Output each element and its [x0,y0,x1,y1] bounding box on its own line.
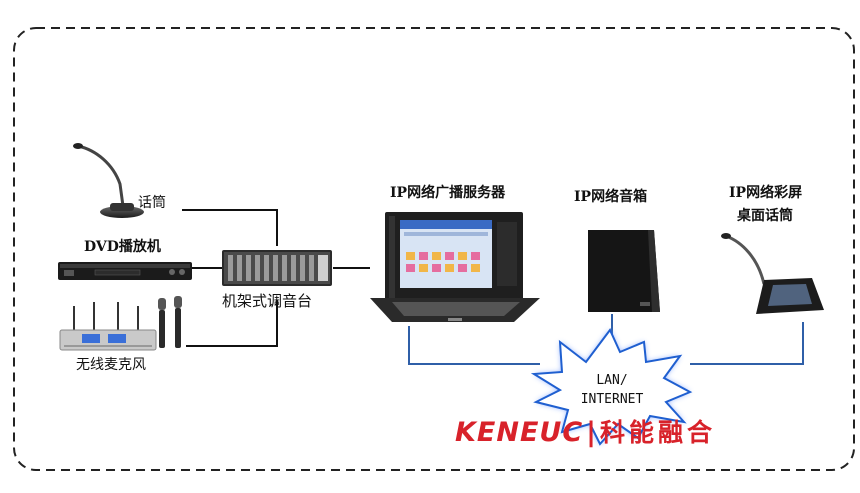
dvd-player-label: DVD播放机 [84,239,161,255]
ip-speaker-icon [588,230,660,312]
brand-latin: KENEUC [455,417,584,448]
dashed-border [13,27,855,471]
wireless-mic-label: 无线麦克风 [76,357,146,373]
internet-label: INTERNET [580,392,644,407]
brand-chinese: 科能融合 [600,418,717,447]
ip-speaker-label: IP网络音箱 [574,189,648,205]
network-burst [530,328,693,446]
ip-broadcast-server-icon [370,212,540,322]
ip-server-label: IP网络广播服务器 [390,185,506,201]
lan-label: LAN/ [596,373,628,388]
brand-logo: KENEUC|科能融合 [455,417,717,448]
gooseneck-mic-icon [73,143,144,218]
rack-mixer-icon [222,250,332,286]
mic-label: 话筒 [138,195,166,211]
ip-desk-mic-label-1: IP网络彩屏 [729,185,803,201]
wireless-mic-icon [59,296,182,351]
ip-desk-mic-label-2: 桌面话筒 [737,208,793,224]
ip-desk-mic-icon [721,233,824,314]
rack-mixer-label: 机架式调音台 [222,292,313,310]
audio-wires [182,209,370,347]
dvd-player-icon [58,262,192,280]
